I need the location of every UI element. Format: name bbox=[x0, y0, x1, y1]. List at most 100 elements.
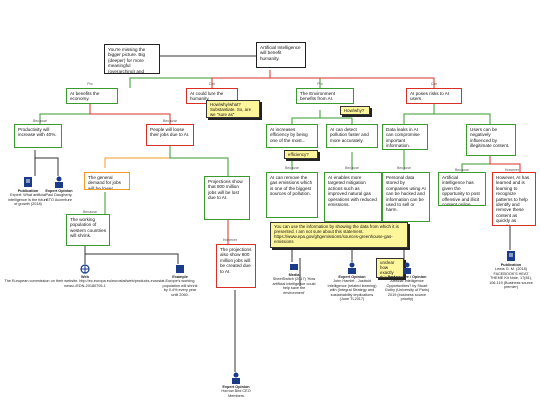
tag-con-risk: Con bbox=[430, 82, 438, 86]
source-expert-1[interactable]: Expert Opinion Paul Daugherty, CTO Accen… bbox=[44, 176, 74, 202]
node-text: However, AI has learned and is learning … bbox=[496, 175, 530, 225]
source-title: Paul Daugherty, CTO Accenture bbox=[45, 193, 73, 202]
node-text: Users can be negatively influenced by il… bbox=[470, 127, 510, 149]
comment-efficiency[interactable]: efficiency? bbox=[284, 150, 318, 159]
node-text: People will loose their jobs due to AI. bbox=[150, 127, 190, 138]
node-targeted-mitigation[interactable]: AI enables more targeted mitigation acti… bbox=[324, 172, 382, 222]
node-text: AI enables more targeted mitigation acti… bbox=[328, 175, 377, 208]
root-claim-text: Artificial Intelligence will benefit hum… bbox=[260, 45, 301, 61]
source-publication-1[interactable]: Publication Expert: What artificial inte… bbox=[8, 176, 48, 207]
node-data-leaks[interactable]: Data leaks in AI can compromise importan… bbox=[382, 124, 428, 150]
edge-risk-data bbox=[403, 104, 435, 124]
node-personal-stored[interactable]: Personal data stored by companies using … bbox=[382, 172, 430, 222]
person-icon bbox=[55, 176, 63, 188]
tag-because-prod: Because bbox=[33, 119, 47, 123]
document-icon bbox=[507, 251, 515, 261]
node-ai-increase-efficiency[interactable]: AI increases efficiency by being one of … bbox=[266, 124, 318, 148]
node-poses-risk[interactable]: AI poses risks to AI users. bbox=[406, 88, 462, 104]
source-type: Media bbox=[288, 273, 300, 277]
comment-text: You can use the information by showing t… bbox=[274, 224, 399, 234]
edge-work-ex bbox=[84, 246, 179, 264]
node-text: AI could lure the humanity. bbox=[190, 91, 224, 102]
node-remove-gas[interactable]: AI can remove the gas emissions which is… bbox=[266, 172, 318, 218]
node-text: The working population of western countr… bbox=[70, 217, 107, 239]
tag-pro-econ: Pro bbox=[87, 82, 93, 86]
tag-con-lure: Con bbox=[208, 82, 216, 86]
person-icon bbox=[403, 262, 411, 274]
node-text: The general demand for jobs will be lowe… bbox=[88, 175, 121, 190]
node-lose-jobs[interactable]: People will loose their jobs due to AI. bbox=[146, 124, 194, 146]
source-type: Expert Opinion bbox=[222, 385, 250, 389]
source-title: Lewis G. M. (2018) FACEBOOK'S HEAT THEME… bbox=[489, 267, 533, 290]
edge-env-inc bbox=[291, 110, 321, 124]
source-type: Publication bbox=[17, 189, 39, 193]
example-icon bbox=[176, 265, 184, 273]
edge-root-risk bbox=[269, 70, 435, 88]
person-icon bbox=[232, 372, 240, 384]
source-title: The European commission on their website… bbox=[4, 279, 166, 288]
node-projection-created[interactable]: The projections also show 800 million jo… bbox=[216, 244, 256, 288]
source-title: SheetSwitch (2017) 'How artificial intel… bbox=[272, 277, 316, 295]
source-type: Expert Opinion bbox=[338, 275, 366, 279]
source-title: John Hamlet - Justtold Intelligence (rel… bbox=[327, 279, 377, 302]
comment-unclear[interactable]: unclear how exactly this and also is fro… bbox=[376, 258, 404, 278]
node-text: Artificial intelligence has given the op… bbox=[442, 175, 480, 206]
edge-risk-manip bbox=[433, 104, 491, 124]
reason-node-text: You're missing the bigger picture. Big (… bbox=[108, 47, 146, 74]
tag-because-stored: Because bbox=[397, 166, 411, 170]
source-expert-2[interactable]: Expert Opinion Horrow Bird CEO Members bbox=[218, 372, 254, 398]
node-text: Data leaks in AI can compromise importan… bbox=[386, 127, 420, 149]
root-claim[interactable]: Artificial Intelligence will benefit hum… bbox=[256, 42, 306, 68]
node-environment[interactable]: The Environment benefits from AI. bbox=[296, 88, 354, 104]
node-working-pop[interactable]: The working population of western countr… bbox=[66, 214, 110, 246]
tag-however: However bbox=[222, 238, 238, 242]
comment-text: unclear how exactly this and also is fro… bbox=[380, 260, 396, 278]
tag-because-opp: Because bbox=[455, 168, 469, 172]
node-text: Personal data stored by companies using … bbox=[386, 175, 426, 213]
node-text: Productivity will increase with 40%. bbox=[18, 127, 57, 138]
node-ai-opportunity[interactable]: Artificial intelligence has given the op… bbox=[438, 172, 486, 206]
edge-jobs-proj bbox=[169, 146, 229, 176]
source-title: Europe's working population will shrink … bbox=[162, 279, 198, 297]
node-productivity[interactable]: Productivity will increase with 40%. bbox=[14, 124, 62, 148]
source-media[interactable]: Media SheetSwitch (2017) 'How artificial… bbox=[272, 262, 316, 295]
person-icon bbox=[348, 262, 356, 274]
document-icon bbox=[24, 177, 32, 187]
source-perspective[interactable]: Perspective / Opinion Artificial Intelli… bbox=[382, 262, 432, 301]
node-text: Projections show that 800 million jobs w… bbox=[208, 179, 243, 201]
web-icon bbox=[80, 264, 90, 274]
comment-how-why-2[interactable]: How/why? bbox=[340, 106, 370, 115]
media-icon bbox=[290, 264, 298, 270]
source-type: Perspective / Opinion bbox=[387, 275, 427, 279]
tag-because-work: Because bbox=[83, 210, 97, 214]
source-title: Artificial Intelligence Opportunities? b… bbox=[384, 279, 430, 302]
edge-manip-how bbox=[489, 156, 521, 172]
comment-text: How/why? bbox=[344, 108, 365, 113]
source-expert-3[interactable]: Expert Opinion John Hamlet - Justtold In… bbox=[326, 262, 378, 301]
node-text: AI can detect pollution faster and more … bbox=[330, 127, 369, 143]
comment-link[interactable]: https://www.epa.gov/ghgemissions/sources… bbox=[274, 234, 393, 244]
node-benefit-economy[interactable]: AI benefits the economy. bbox=[66, 88, 118, 104]
edge-prod-exp bbox=[34, 150, 59, 176]
node-detect-pollution[interactable]: AI can detect pollution faster and more … bbox=[326, 124, 378, 148]
comment-text: How/why/what? Substantiate. So, are we "… bbox=[210, 102, 252, 117]
source-type: Expert Opinion bbox=[45, 189, 73, 193]
node-however-ai[interactable]: However, AI has learned and is learning … bbox=[492, 172, 536, 226]
tag-however-2: However bbox=[504, 168, 520, 172]
edge-env-det bbox=[319, 110, 353, 124]
node-demand-lower[interactable]: The general demand for jobs will be lowe… bbox=[84, 172, 130, 190]
source-example[interactable]: Example Europe's working population will… bbox=[160, 264, 200, 297]
comment-source-link[interactable]: You can use the information by showing t… bbox=[270, 222, 408, 248]
node-users-influenced[interactable]: Users can be negatively influenced by il… bbox=[466, 124, 516, 156]
source-publication-2[interactable]: Publication Lewis G. M. (2018) FACEBOOK'… bbox=[488, 250, 534, 289]
node-text: AI benefits the economy. bbox=[70, 91, 100, 102]
source-web[interactable]: Web The European commission on their web… bbox=[4, 264, 166, 288]
node-text: AI increases efficiency by being one of … bbox=[270, 127, 308, 143]
comment-how-why[interactable]: How/why/what? Substantiate. So, are we "… bbox=[206, 100, 260, 118]
reason-node[interactable]: You're missing the bigger picture. Big (… bbox=[104, 44, 160, 74]
edge-jobs-demand bbox=[104, 146, 171, 168]
source-type: Web bbox=[81, 275, 89, 279]
node-projection-800m[interactable]: Projections show that 800 million jobs w… bbox=[204, 176, 250, 220]
node-text: AI poses risks to AI users. bbox=[410, 91, 450, 102]
